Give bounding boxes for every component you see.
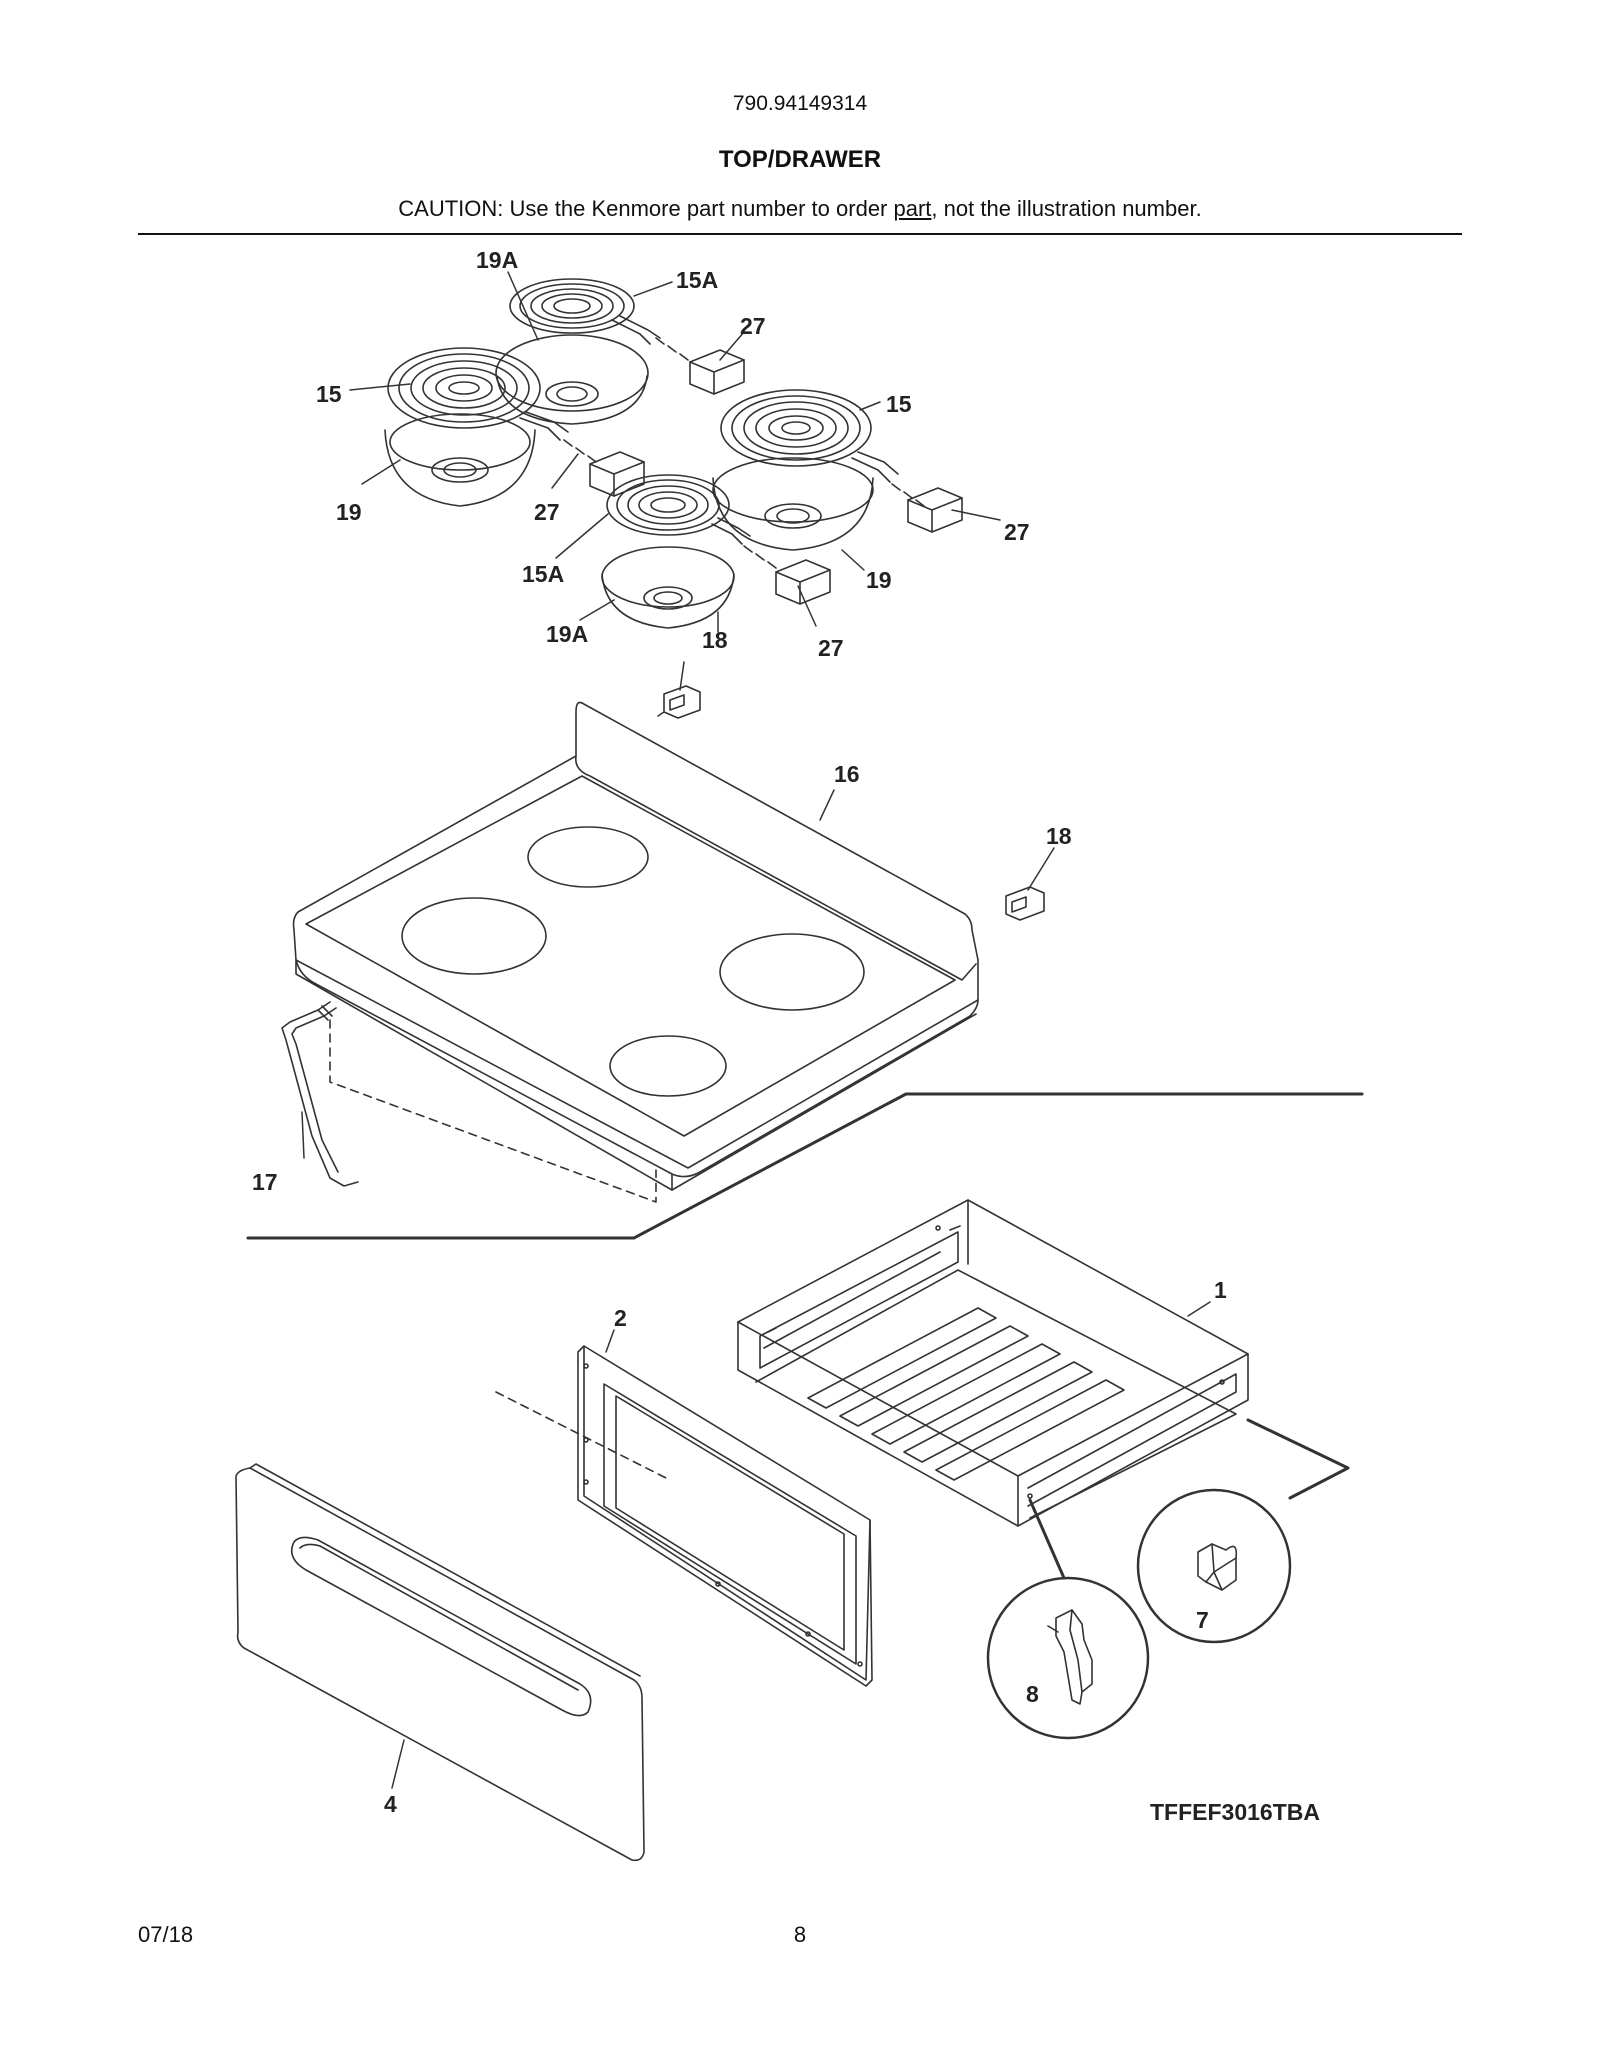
surface-element-15A-front xyxy=(606,474,777,569)
drip-bowl-19-left xyxy=(384,413,536,507)
element-opening-left-front xyxy=(401,897,547,975)
bracket-18-right xyxy=(1005,886,1045,921)
section-separator-line xyxy=(246,1092,1364,1240)
callout-27-left: 27 xyxy=(534,499,560,525)
caution-note: CAUTION: Use the Kenmore part number to … xyxy=(0,196,1600,222)
drip-bowl-19-right xyxy=(712,457,874,551)
callout-18-top: 18 xyxy=(702,627,728,653)
callout-15-left: 15 xyxy=(316,381,342,407)
drawer-7-zoom-connector xyxy=(1246,1418,1350,1500)
drawer-front-4 xyxy=(235,1463,645,1862)
callout-17: 17 xyxy=(252,1169,278,1195)
drip-bowl-19A-top xyxy=(495,334,649,425)
callout-19A-top: 19A xyxy=(476,247,518,273)
callout-15A-front: 15A xyxy=(522,561,564,587)
callout-18-right: 18 xyxy=(1046,823,1072,849)
drawer-panel-2 xyxy=(577,1345,873,1687)
header-rule xyxy=(138,233,1462,235)
receptacle-27-front xyxy=(775,559,831,605)
element-opening-right-front xyxy=(609,1035,727,1097)
element-opening-left-back xyxy=(527,826,649,888)
caution-text-start: CAUTION: Use the Kenmore part number to … xyxy=(398,196,894,221)
surface-element-15A-top xyxy=(509,278,689,361)
callout-27-front: 27 xyxy=(818,635,844,661)
callout-19-left: 19 xyxy=(336,499,362,525)
callout-4: 4 xyxy=(384,1791,397,1817)
bracket-18-top xyxy=(657,685,701,719)
callout-2: 2 xyxy=(614,1305,627,1331)
model-number: 790.94149314 xyxy=(732,92,868,115)
receptacle-27-right xyxy=(907,487,963,533)
detail-circle-7 xyxy=(1136,1488,1292,1644)
caution-underlined-word: part xyxy=(893,196,932,221)
surface-element-15-right xyxy=(720,389,925,507)
main-top-16 xyxy=(292,701,979,1191)
anti-tip-bracket-17 xyxy=(281,1001,359,1187)
callout-27-right: 27 xyxy=(1004,519,1030,545)
diagram-code: TFFEF3016TBA xyxy=(1150,1799,1320,1825)
callout-15A-top: 15A xyxy=(676,267,718,293)
alignment-dashed-line-17 xyxy=(329,1019,657,1203)
callout-7: 7 xyxy=(1196,1607,1209,1633)
leader-lines xyxy=(301,271,1211,1789)
callout-19A-front: 19A xyxy=(546,621,588,647)
page-number: 8 xyxy=(793,1922,807,1947)
surface-element-15-left xyxy=(387,347,597,463)
callout-1: 1 xyxy=(1214,1277,1227,1303)
callout-15-right: 15 xyxy=(886,391,912,417)
callout-19-right: 19 xyxy=(866,567,892,593)
callout-8: 8 xyxy=(1026,1681,1039,1707)
element-opening-right-back xyxy=(719,933,865,1011)
drawer-1 xyxy=(737,1199,1249,1527)
caution-text-end: , not the illustration number. xyxy=(931,196,1202,221)
section-title: TOP/DRAWER xyxy=(718,146,882,173)
receptacle-27-left xyxy=(589,451,645,497)
receptacle-27-top xyxy=(689,349,745,395)
alignment-dashed-line-panel xyxy=(495,1391,671,1481)
callout-27-top: 27 xyxy=(740,313,766,339)
callout-16: 16 xyxy=(834,761,860,787)
footer-date: 07/18 xyxy=(138,1922,194,1947)
drawer-8-zoom-connector xyxy=(1028,1498,1066,1580)
drip-bowl-19A-front xyxy=(601,546,735,629)
detail-circle-8 xyxy=(986,1576,1150,1740)
